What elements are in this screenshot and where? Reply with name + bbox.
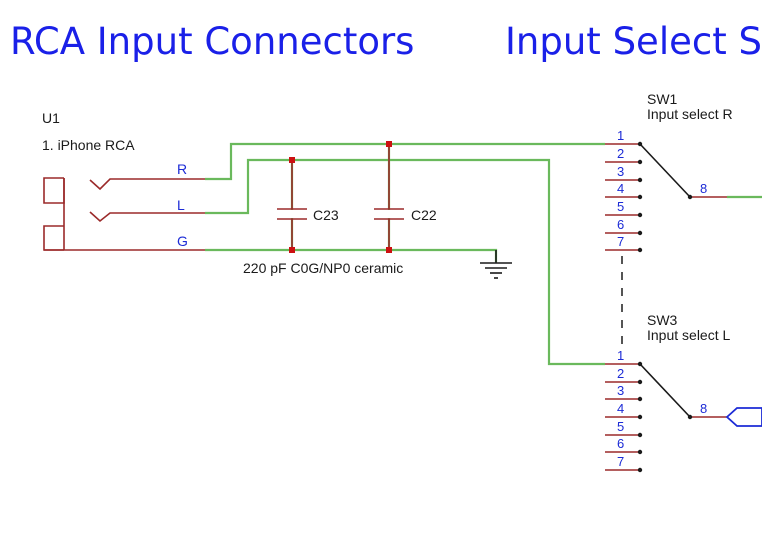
sw1-pin-6: 6 bbox=[617, 217, 624, 232]
capacitor-c23 bbox=[277, 160, 307, 250]
output-port-connector-icon bbox=[725, 407, 762, 427]
sw1-pin-1: 1 bbox=[617, 128, 624, 143]
sw3-pin-4: 4 bbox=[617, 401, 624, 416]
junction-c22-bottom bbox=[386, 247, 392, 253]
junction-c23-top bbox=[289, 157, 295, 163]
sw3-switch-symbol bbox=[605, 361, 727, 473]
sw3-pin-2: 2 bbox=[617, 366, 624, 381]
ground-icon bbox=[480, 250, 512, 279]
heading-input-select: Input Select S bbox=[505, 20, 762, 63]
sw1-ref-label: SW1 bbox=[647, 91, 678, 107]
capacitor-c22 bbox=[374, 144, 404, 250]
sw3-value-label: Input select L bbox=[647, 327, 730, 343]
u1-pin-l-label: L bbox=[177, 197, 185, 213]
rca-connector-symbol bbox=[43, 177, 205, 251]
sw1-switch-symbol bbox=[605, 141, 727, 253]
u1-ref-label: U1 bbox=[42, 110, 60, 126]
sw1-pin-8: 8 bbox=[700, 181, 707, 196]
heading-rca-input-connectors: RCA Input Connectors bbox=[10, 20, 414, 63]
u1-pin-r-label: R bbox=[177, 161, 187, 177]
sw3-pin-7: 7 bbox=[617, 454, 624, 469]
sw3-pin-3: 3 bbox=[617, 383, 624, 398]
sw1-value-label: Input select R bbox=[647, 106, 733, 122]
c22-label: C22 bbox=[411, 207, 437, 223]
sw1-pin-3: 3 bbox=[617, 164, 624, 179]
sw3-ref-label: SW3 bbox=[647, 312, 678, 328]
sw1-pin-7: 7 bbox=[617, 234, 624, 249]
capacitor-note-label: 220 pF C0G/NP0 ceramic bbox=[243, 260, 403, 276]
c23-label: C23 bbox=[313, 207, 339, 223]
sw3-pin-5: 5 bbox=[617, 419, 624, 434]
sw3-pin-6: 6 bbox=[617, 436, 624, 451]
sw1-pin-4: 4 bbox=[617, 181, 624, 196]
junction-c22-top bbox=[386, 141, 392, 147]
sw3-pin-1: 1 bbox=[617, 348, 624, 363]
u1-value-label: 1. iPhone RCA bbox=[42, 137, 135, 153]
sw1-pin-2: 2 bbox=[617, 146, 624, 161]
sw3-pin-8: 8 bbox=[700, 401, 707, 416]
sw1-pin-5: 5 bbox=[617, 199, 624, 214]
u1-pin-g-label: G bbox=[177, 233, 188, 249]
junction-c23-bottom bbox=[289, 247, 295, 253]
